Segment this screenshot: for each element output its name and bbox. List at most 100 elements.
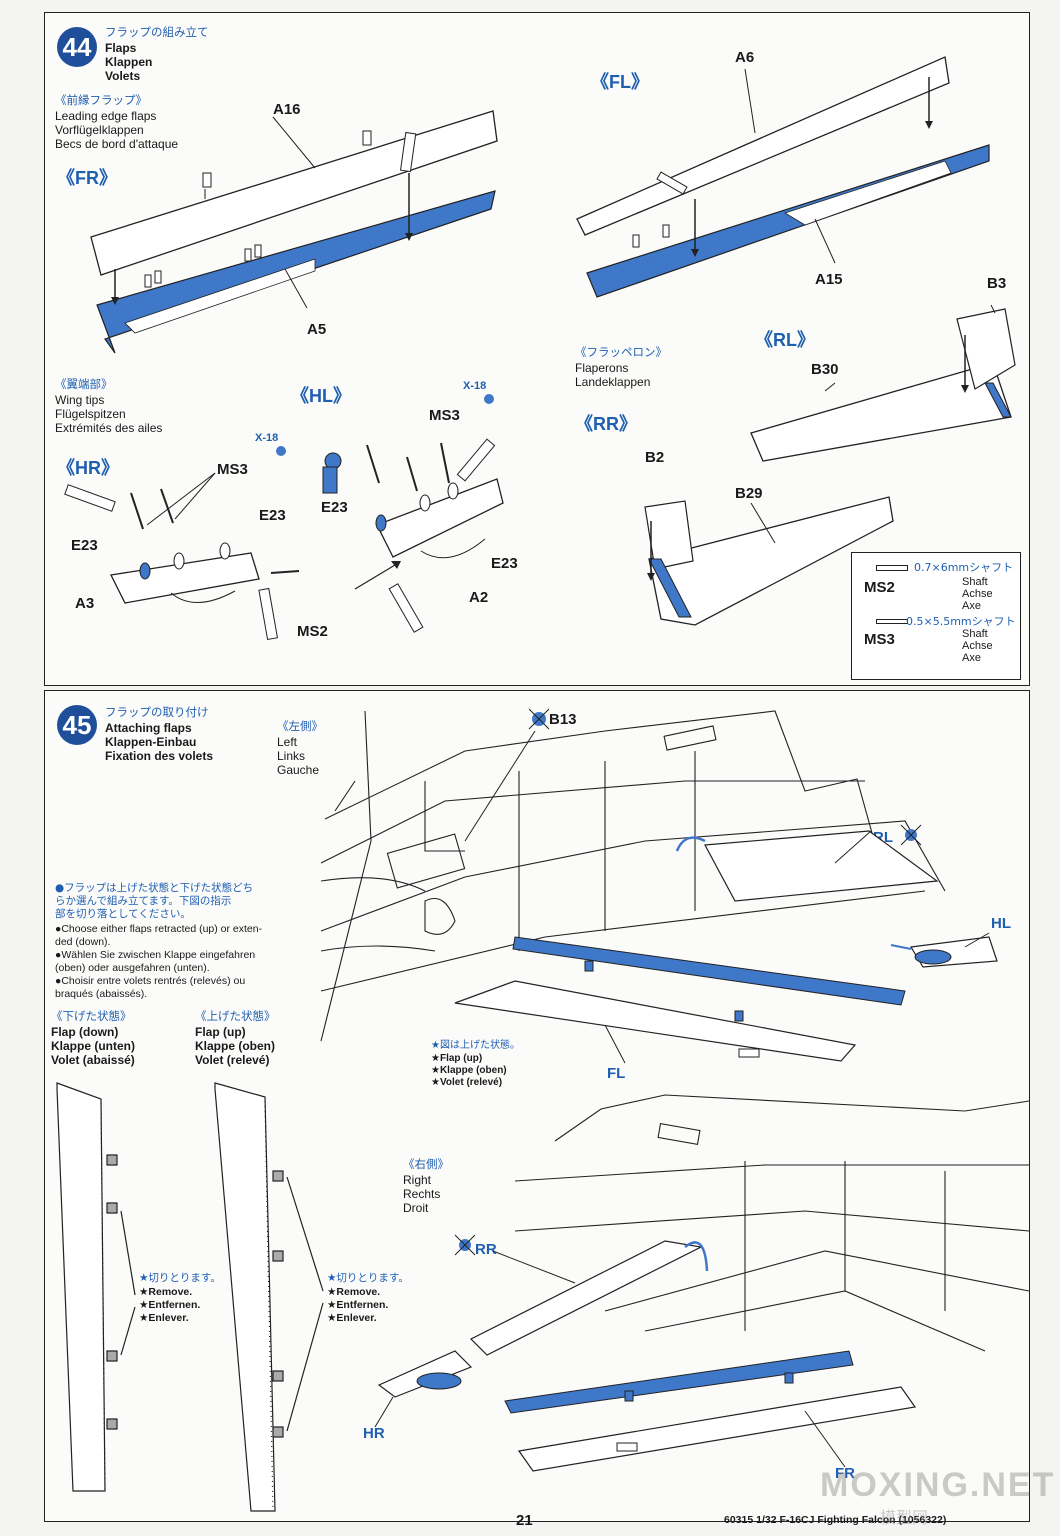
paint-x18-hr: X-18	[255, 432, 279, 444]
step-number-44: 44	[57, 27, 97, 67]
part-a3-drawing	[64, 472, 300, 641]
step-45-title-fr: Fixation des volets	[105, 749, 214, 763]
flap-down-drawing	[56, 1082, 136, 1492]
flap-down-fr: Volet (abaissé)	[51, 1053, 135, 1067]
remove-a-en: ★Remove.	[139, 1286, 193, 1298]
rr-section-label: 《RR》	[575, 414, 637, 434]
hl-drawing	[890, 932, 998, 968]
remove-b-de: ★Entfernen.	[327, 1299, 389, 1311]
remove-b-jp: ★切りとります。	[327, 1272, 409, 1284]
shaft-legend: 0.7×6mmシャフト MS2 Shaft Achse Axe 0.5×5.5m…	[851, 552, 1021, 680]
flap-down-jp: 《下げた状態》	[51, 1009, 132, 1023]
legend-ms2-code: MS2	[864, 579, 895, 596]
shaft-ms3-icon	[876, 619, 908, 624]
flaperons-title-jp: 《フラッペロン》	[575, 345, 667, 359]
leading-edge-de: Vorflügelklappen	[55, 123, 144, 137]
flap-down-en: Flap (down)	[51, 1025, 119, 1039]
part-a2-drawing	[322, 438, 504, 633]
note-de-1: ●Wählen Sie zwischen Klappe eingefahren	[55, 949, 256, 961]
flaperons-en: Flaperons	[575, 361, 629, 375]
remove-a-de: ★Entfernen.	[139, 1299, 201, 1311]
rr-cut-icon	[454, 1234, 476, 1256]
flaperons-de: Landeklappen	[575, 375, 651, 389]
part-fl: FL	[607, 1065, 626, 1082]
fr-drawing	[517, 1386, 917, 1472]
step-44-drawing	[64, 56, 1016, 641]
shown-up-fr: ★Volet (relevé)	[431, 1077, 503, 1088]
note-fr-1: ●Choisir entre volets rentrés (relevés) …	[55, 975, 246, 987]
legend-ms2-de: Achse	[962, 588, 993, 600]
legend-row-ms2: 0.7×6mmシャフト MS2 Shaft Achse Axe	[852, 553, 1020, 613]
shown-up-en: ★Flap (up)	[431, 1053, 483, 1064]
flap-up-en: Flap (up)	[195, 1025, 246, 1039]
legend-ms2-en: Shaft	[962, 576, 988, 588]
leading-edge-en: Leading edge flaps	[55, 109, 157, 123]
legend-ms3-en: Shaft	[962, 628, 988, 640]
hr-section-label: 《HR》	[57, 458, 119, 478]
fr-section-label: 《FR》	[57, 168, 117, 188]
remove-b-en: ★Remove.	[327, 1286, 381, 1298]
legend-ms3-de: Achse	[962, 640, 993, 652]
left-side-en: Left	[277, 735, 298, 749]
step-44-panel: 44 フラップの組み立て Flaps Klappen Volets 《前縁フラッ…	[44, 12, 1030, 686]
flap-up-de: Klappe (oben)	[195, 1039, 275, 1053]
step-44-title-en: Flaps	[105, 41, 137, 55]
page-number: 21	[516, 1512, 533, 1529]
rl-cut-icon	[900, 824, 922, 846]
shown-up-de: ★Klappe (oben)	[431, 1065, 507, 1076]
remove-b-fr: ★Enlever.	[327, 1312, 377, 1324]
wing-tips-fr: Extrémités des ailes	[55, 421, 163, 435]
step-number-45: 45	[57, 705, 97, 745]
note-jp-1: ●フラップは上げた状態と下げた状態どち	[55, 882, 254, 894]
part-a16-drawing	[90, 110, 498, 276]
step-45-title-en: Attaching flaps	[105, 721, 192, 735]
step-44-title-fr: Volets	[105, 69, 141, 83]
flap-down-de: Klappe (unten)	[51, 1039, 135, 1053]
step-45-drawing	[56, 708, 1029, 1512]
part-a5: A5	[307, 321, 327, 338]
step-44-title-de: Klappen	[105, 55, 153, 69]
part-a6-drawing	[576, 56, 950, 236]
part-b29: B29	[735, 485, 763, 502]
remove-a-fr: ★Enlever.	[139, 1312, 189, 1324]
left-flap-strip-drawing	[512, 936, 906, 1022]
part-b2: B2	[645, 449, 665, 466]
hl-section-label: 《HL》	[291, 386, 351, 406]
part-a5-drawing	[96, 131, 496, 354]
note-en-1: ●Choose either flaps retracted (up) or e…	[55, 923, 263, 935]
hr-drawing	[374, 1350, 473, 1428]
legend-ms2-fr: Axe	[962, 600, 981, 612]
paint-drop-hl-icon	[484, 394, 494, 404]
flap-up-fr: Volet (relevé)	[195, 1053, 270, 1067]
flap-up-drawing	[214, 1082, 324, 1512]
product-info: 60315 1/32 F-16CJ Fighting Falcon (10563…	[724, 1514, 947, 1526]
paint-drop-hr-icon	[276, 446, 286, 456]
right-side-de: Rechts	[403, 1187, 441, 1201]
part-rr: RR	[475, 1241, 497, 1258]
watermark-text: MOXING.NET	[820, 1466, 1056, 1504]
step-45-title-de: Klappen-Einbau	[105, 735, 197, 749]
fl-section-label: 《FL》	[591, 72, 649, 92]
right-side-en: Right	[403, 1173, 432, 1187]
right-flap-strip-drawing	[504, 1350, 854, 1414]
part-b29-drawing	[644, 496, 894, 626]
left-side-fr: Gauche	[277, 763, 320, 777]
legend-ms3-fr: Axe	[962, 652, 981, 664]
paint-x18-hl: X-18	[463, 380, 487, 392]
note-de-2: (oben) oder ausgefahren (unten).	[55, 962, 210, 974]
fl-drawing	[454, 980, 857, 1064]
legend-row-ms3: 0.5×5.5mmシャフト MS3 Shaft Achse Axe	[852, 615, 1020, 675]
rr-drawing	[469, 1240, 709, 1356]
remove-a-jp: ★切りとります。	[139, 1272, 221, 1284]
right-side-jp: 《右側》	[403, 1157, 449, 1171]
part-a15-drawing	[586, 144, 990, 298]
wing-tips-title-jp: 《翼端部》	[55, 377, 113, 391]
left-side-de: Links	[277, 749, 306, 763]
b13-cut-icon	[464, 708, 550, 842]
leading-edge-fr: Becs de bord d'attaque	[55, 137, 179, 151]
step-44-title-jp: フラップの組み立て	[105, 25, 209, 39]
note-jp-3: 部を切り落としてください。	[55, 908, 191, 920]
part-a6: A6	[735, 49, 755, 66]
leading-edge-title-jp: 《前縁フラップ》	[55, 93, 147, 107]
shaft-ms2-icon	[876, 565, 908, 571]
